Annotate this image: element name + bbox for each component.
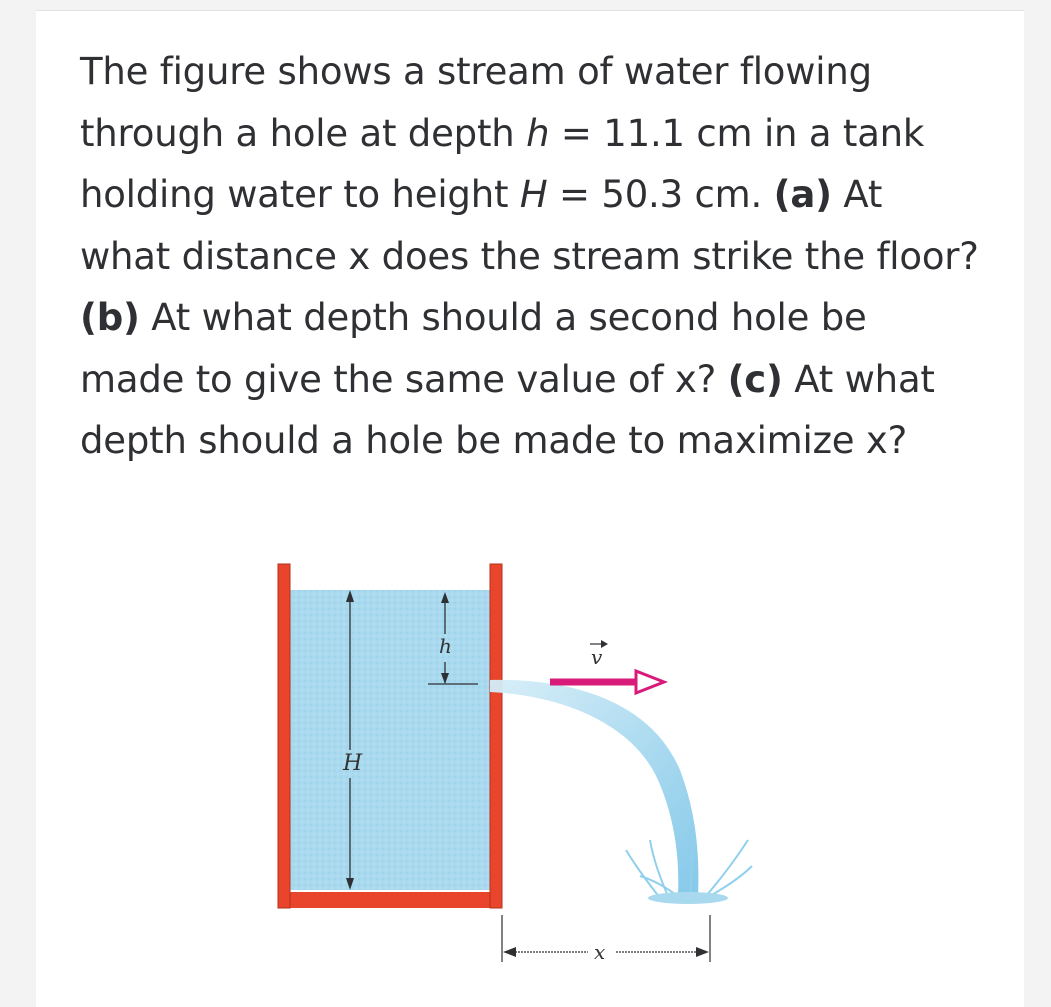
distance-label: x — [594, 940, 605, 964]
part-a-text: At what distance x does the stream strik… — [80, 173, 979, 278]
part-b-label: (b) — [80, 296, 140, 339]
tank-figure: H h v — [240, 550, 760, 990]
part-c-label: (c) — [727, 357, 783, 401]
part-c-text: At what depth should a hole be made to m… — [80, 357, 935, 463]
height-value: = 50.3 cm. — [559, 173, 763, 216]
height-variable: H — [519, 173, 548, 216]
tank-walls — [277, 563, 503, 909]
height-dimension: H — [342, 590, 363, 890]
distance-dimension: x — [501, 915, 711, 964]
question-intro: The figure shows a stream of water flowi… — [80, 50, 872, 155]
question-card: The figure shows a stream of water flowi… — [36, 10, 1024, 1007]
part-b-text: At what depth should a second hole be ma… — [80, 296, 867, 401]
velocity-label: v — [591, 645, 603, 669]
question-text: The figure shows a stream of water flowi… — [80, 41, 980, 472]
part-a-label: (a) — [773, 173, 832, 216]
tank-water — [290, 590, 490, 890]
depth-variable: h — [526, 111, 550, 155]
tank-diagram: H h v — [277, 563, 753, 964]
depth-label: h — [439, 634, 452, 658]
depth-value: = 11.1 cm in a tank holding water to hei… — [80, 111, 925, 217]
depth-dimension: h — [428, 592, 478, 685]
height-label: H — [342, 751, 363, 776]
water-stream — [490, 679, 753, 904]
velocity-arrow: v — [550, 640, 669, 696]
